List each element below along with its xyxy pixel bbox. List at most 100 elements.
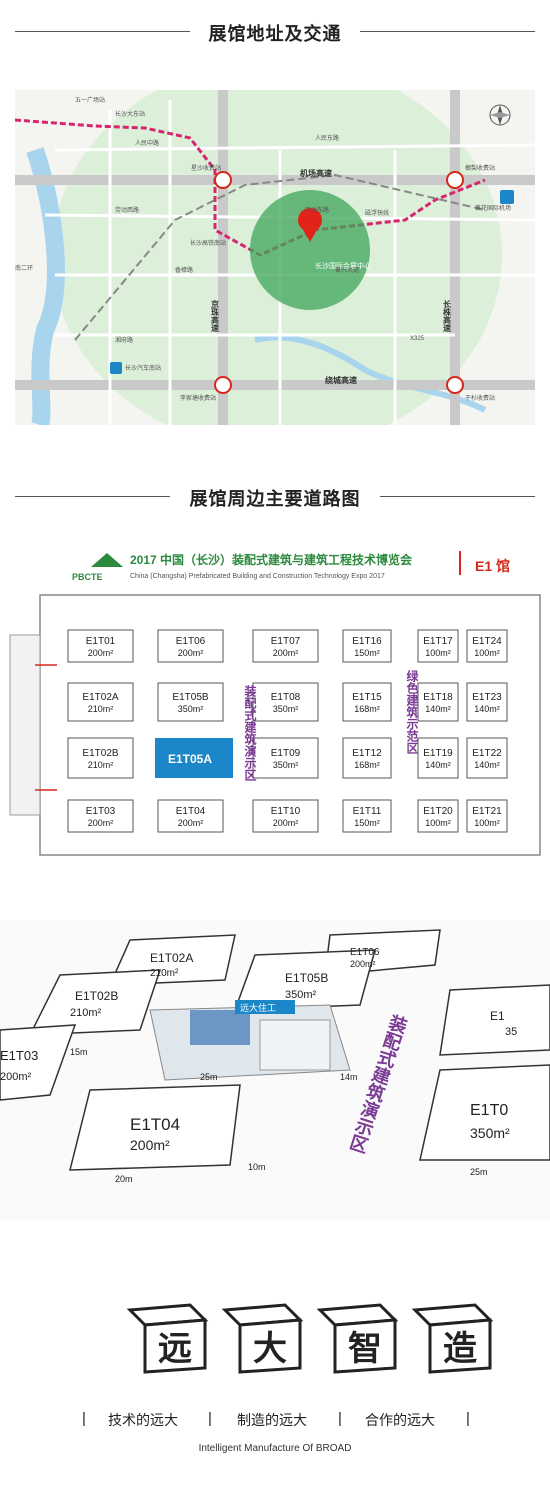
booth-E1T20[interactable]	[417, 799, 459, 833]
booth-id-label: E1T02B	[82, 748, 118, 759]
booth-E1T04[interactable]	[157, 799, 224, 833]
road-label: X325	[410, 336, 425, 342]
compass-icon	[489, 104, 511, 126]
toll-label: 干杉收费站	[465, 394, 495, 402]
section-title-traffic: 展馆地址及交通	[208, 24, 342, 44]
section-title-roads: 展馆周边主要道路图	[189, 489, 361, 509]
booth-E1T02B[interactable]	[67, 737, 134, 779]
booth-id-label: E1T03	[86, 806, 116, 817]
venue-label: 长沙国际会展中心	[315, 261, 371, 270]
booth-id-label: E1T07	[271, 636, 301, 647]
toll-label: 星沙收费站	[191, 164, 221, 172]
booth-E1T03[interactable]	[67, 799, 134, 833]
map-svg: 长沙国际会展中心 机场高速 绕城高速 人民东路 人民中路 劳动西路 劳动东路 黄…	[15, 90, 535, 425]
rail-line	[74, 173, 486, 341]
brand-logo-svg: 远大智 造	[126, 1303, 494, 1374]
airport-icon	[500, 190, 514, 204]
divider-line	[15, 31, 190, 32]
metro-line	[15, 118, 486, 257]
booth-E1T02A[interactable]	[67, 682, 134, 722]
booth-E1T05A[interactable]	[155, 738, 233, 778]
booth-area-label: 140m²	[425, 704, 451, 714]
booth-E1T18[interactable]	[417, 682, 459, 722]
green-zone-label: 绿色建筑示范区	[405, 669, 419, 755]
logo-cube: 造	[411, 1303, 494, 1374]
booth-area-label: 200m²	[273, 818, 299, 828]
persp-booth	[419, 1064, 550, 1161]
road-label-ring: 绕城高速	[325, 375, 357, 385]
road-label: 劳动西路	[115, 206, 139, 214]
booth-E1T07[interactable]	[252, 629, 319, 663]
logo-cube: 智	[316, 1303, 399, 1374]
venue-pin-icon	[298, 208, 322, 232]
booth-E1T12[interactable]	[342, 737, 392, 779]
persp-booth-area: 35	[505, 1026, 517, 1038]
road-label-jingzhu: 京珠高速	[210, 299, 220, 333]
booth-area-label: 350m²	[273, 704, 299, 714]
booth-area-label: 200m²	[178, 818, 204, 828]
booth-E1T09[interactable]	[252, 737, 319, 779]
traffic-map[interactable]: 长沙国际会展中心 机场高速 绕城高速 人民东路 人民中路 劳动西路 劳动东路 黄…	[15, 90, 535, 425]
booth-E1T06[interactable]	[157, 629, 224, 663]
booth-id-label: E1T15	[352, 692, 382, 703]
booth-area-label: 140m²	[474, 760, 500, 770]
booth-area-label: 140m²	[474, 704, 500, 714]
booth-E1T16[interactable]	[342, 629, 392, 663]
logo-cube: 大	[221, 1303, 304, 1374]
booth-id-label: E1T24	[472, 636, 502, 647]
divider-line	[380, 496, 535, 497]
booth-E1T22[interactable]	[466, 737, 508, 779]
booth-id-label: E1T16	[352, 636, 382, 647]
booth-brand-label: 远大住工	[240, 1002, 276, 1013]
persp-booth-area: 350m²	[285, 989, 317, 1001]
booth-E1T21[interactable]	[466, 799, 508, 833]
logo-cube: 远	[126, 1303, 209, 1374]
persp-booth-area: 210m²	[150, 968, 179, 979]
toll-station-icon	[214, 376, 232, 394]
booth-E1T24[interactable]	[466, 629, 508, 663]
persp-booth	[69, 1084, 241, 1171]
booth-id-label: E1T18	[423, 692, 453, 703]
divider-line	[360, 31, 535, 32]
perspective-svg: E1T02A 210m² E1T06 200m² E1T02B 210m² E1…	[0, 929, 550, 1184]
booth-E1T11[interactable]	[342, 799, 392, 833]
dim-label: 25m	[200, 1072, 218, 1082]
expo-title: 2017 中国（长沙）装配式建筑与建筑工程技术博览会	[130, 552, 413, 567]
persp-booth-label: E1T02B	[75, 989, 118, 1003]
persp-booth-label: E1T04	[130, 1115, 180, 1134]
booth-E1T05B[interactable]	[157, 682, 224, 722]
booth-area-label: 200m²	[273, 648, 299, 658]
booth-area-label: 100m²	[474, 648, 500, 658]
persp-booth-label: E1	[490, 1009, 505, 1023]
booth-E1T19[interactable]	[417, 737, 459, 779]
english-tagline: Intelligent Manufacture Of BROAD	[198, 1443, 352, 1454]
booth-area-label: 140m²	[425, 760, 451, 770]
persp-booth-area: 200m²	[350, 959, 376, 969]
booth-E1T17[interactable]	[417, 629, 459, 663]
booth-area-label: 200m²	[88, 648, 114, 658]
booth-E1T10[interactable]	[252, 799, 319, 833]
booth-area-label: 200m²	[178, 648, 204, 658]
persp-booth-area: 210m²	[70, 1007, 102, 1019]
booth-id-label: E1T12	[352, 748, 382, 759]
booth-E1T23[interactable]	[466, 682, 508, 722]
booth-E1T15[interactable]	[342, 682, 392, 722]
persp-booth	[0, 1024, 77, 1101]
booth-id-label: E1T01	[86, 636, 116, 647]
persp-booth-label: E1T0	[470, 1102, 508, 1119]
booth-E1T08[interactable]	[252, 682, 319, 722]
booth-id-label: E1T23	[472, 692, 502, 703]
floor-plan[interactable]: PBCTE 2017 中国（长沙）装配式建筑与建筑工程技术博览会 China (…	[5, 545, 545, 880]
road-label: 南二环	[15, 264, 33, 272]
booth-id-label: E1T04	[176, 806, 206, 817]
booth-id-label: E1T11	[353, 806, 382, 817]
logo-char: 造	[443, 1330, 477, 1368]
booth-grid: E1T01200m²E1T06200m²E1T07200m²E1T16150m²…	[67, 629, 508, 833]
booth-E1T01[interactable]	[67, 629, 134, 663]
booth-area-label: 150m²	[354, 818, 380, 828]
slogan-technology: 技术的远大	[108, 1412, 178, 1428]
highlight-booth-label: E1T05A	[168, 752, 212, 766]
toll-station-icon	[446, 171, 464, 189]
persp-booth	[233, 949, 376, 1011]
road-label-changzhu: 长株高速	[442, 299, 452, 333]
